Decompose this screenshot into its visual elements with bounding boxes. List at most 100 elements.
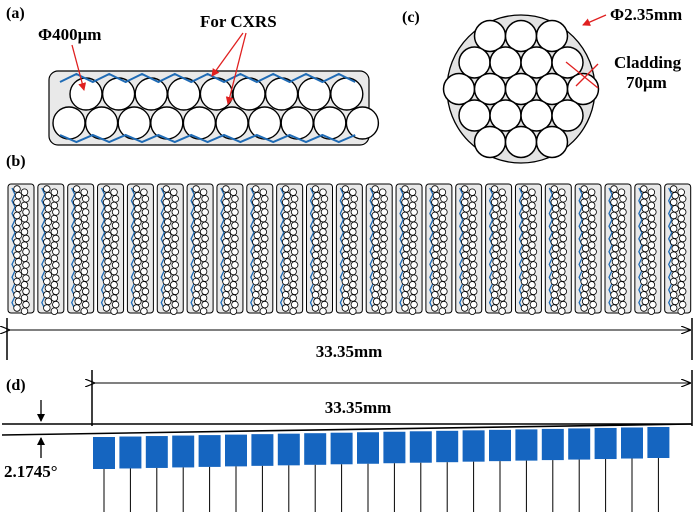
bundle-fiber (379, 214, 387, 223)
bundle-fiber (431, 304, 439, 312)
bundle-fiber (223, 297, 232, 306)
bundle-fiber (74, 297, 82, 306)
bundle-fiber (380, 261, 388, 269)
bundle-fiber (319, 281, 327, 289)
bundle-fiber (379, 281, 387, 289)
bundle-fiber (222, 304, 230, 312)
bundle-fiber (671, 258, 679, 266)
bundle-fiber (640, 291, 648, 299)
bundle-fiber (110, 307, 118, 315)
bundle-fiber (229, 281, 238, 289)
bundle-fiber (401, 198, 409, 206)
bundle-fiber (20, 281, 29, 289)
tilted-block (383, 431, 406, 464)
bundle-fiber (111, 287, 120, 296)
bundle (455, 183, 483, 315)
bundle-fiber (52, 261, 60, 269)
bundle-fiber (104, 271, 112, 279)
bundle-fiber (373, 258, 381, 266)
bundle-fiber (580, 185, 588, 193)
bundle-fiber (462, 218, 470, 226)
bundle-fiber (164, 244, 172, 253)
bundle-fiber (438, 214, 447, 223)
bundle-fiber (402, 205, 411, 213)
bundle-fiber (401, 211, 409, 220)
bundle-fiber (311, 277, 320, 286)
bundle-fiber (373, 271, 381, 279)
bundle-fiber (410, 287, 418, 296)
bundle-fiber (141, 208, 150, 216)
bundle-fiber (140, 188, 148, 196)
bundle-fiber (490, 224, 499, 233)
bundle-fiber (462, 284, 470, 292)
tilted-block (172, 435, 195, 468)
bundle-fiber (671, 205, 679, 213)
bundle-fiber (679, 221, 687, 229)
bundle-fiber (134, 244, 142, 253)
bundle-fiber (490, 277, 499, 286)
bundle-fiber (380, 247, 388, 256)
bundle-fiber (498, 201, 506, 210)
bundle-fiber (432, 218, 441, 226)
cxrs-label: For CXRS (200, 12, 277, 31)
bundle-fiber (20, 214, 29, 223)
bundle-fiber (679, 300, 687, 309)
bundle-fiber (283, 231, 291, 239)
bundle-fiber (431, 198, 439, 206)
bundle-fiber (581, 284, 590, 292)
bundle-fiber (492, 284, 500, 292)
bundle-fiber (253, 271, 261, 279)
bundle-fiber (102, 198, 111, 206)
bundle-fiber (408, 214, 417, 223)
bundle-fiber (373, 297, 381, 306)
bundle-fiber (499, 221, 508, 229)
bundle-fiber (253, 284, 261, 292)
bundle-fiber (470, 274, 478, 282)
bundle-fiber (289, 254, 297, 263)
bundle-cxrs-outline (339, 187, 345, 310)
bundle-fiber (261, 208, 269, 216)
bundle-fiber (313, 297, 321, 306)
bundle-fiber (223, 284, 232, 292)
bundle-fiber (350, 274, 359, 282)
bundle-fiber (222, 185, 230, 193)
fiber-top (101, 77, 136, 111)
bundle-fiber (552, 231, 560, 239)
fiber-top (264, 77, 299, 111)
bundle-fiber (289, 228, 297, 236)
bundle-fiber (401, 238, 409, 246)
bundle-fiber (223, 244, 232, 253)
bundle-fiber (343, 297, 351, 306)
bundle-fiber (222, 277, 230, 286)
bundle-fiber (589, 261, 597, 269)
bundle-fiber (341, 264, 350, 273)
bundle-fiber (259, 281, 267, 289)
bundle-fiber (102, 211, 111, 220)
tilted-block (621, 427, 643, 459)
bundle-fiber (261, 221, 269, 229)
bundle-fiber (261, 234, 269, 243)
bundle-cxrs-outline (459, 187, 464, 310)
panel-a: (a) Φ400μm For CXRS (6, 5, 380, 146)
bundle-fiber (311, 211, 320, 220)
bundle-fiber (619, 300, 627, 309)
bundle-fiber (81, 300, 90, 309)
round-bundle-fiber (520, 99, 553, 132)
bundle-fiber (438, 254, 447, 263)
bundle-fiber (611, 231, 620, 239)
round-bundle-fiber (489, 99, 522, 132)
bundle-fiber (341, 291, 350, 299)
panel-b: (b) 33.35mm (6, 153, 693, 361)
tilted-block (304, 433, 327, 465)
bundle-fiber (371, 198, 379, 206)
fiber-bottom (52, 106, 86, 140)
bundle-fiber (670, 198, 678, 206)
bundle-cxrs-outline (608, 187, 613, 310)
bundle (335, 183, 363, 315)
bundle-fiber (610, 211, 618, 220)
bundle-fiber (50, 188, 59, 196)
bundle-fiber (283, 284, 291, 292)
bundle-fiber (438, 201, 447, 210)
round-bundle-fiber (535, 72, 569, 106)
bundle-cxrs-outline (190, 187, 195, 310)
